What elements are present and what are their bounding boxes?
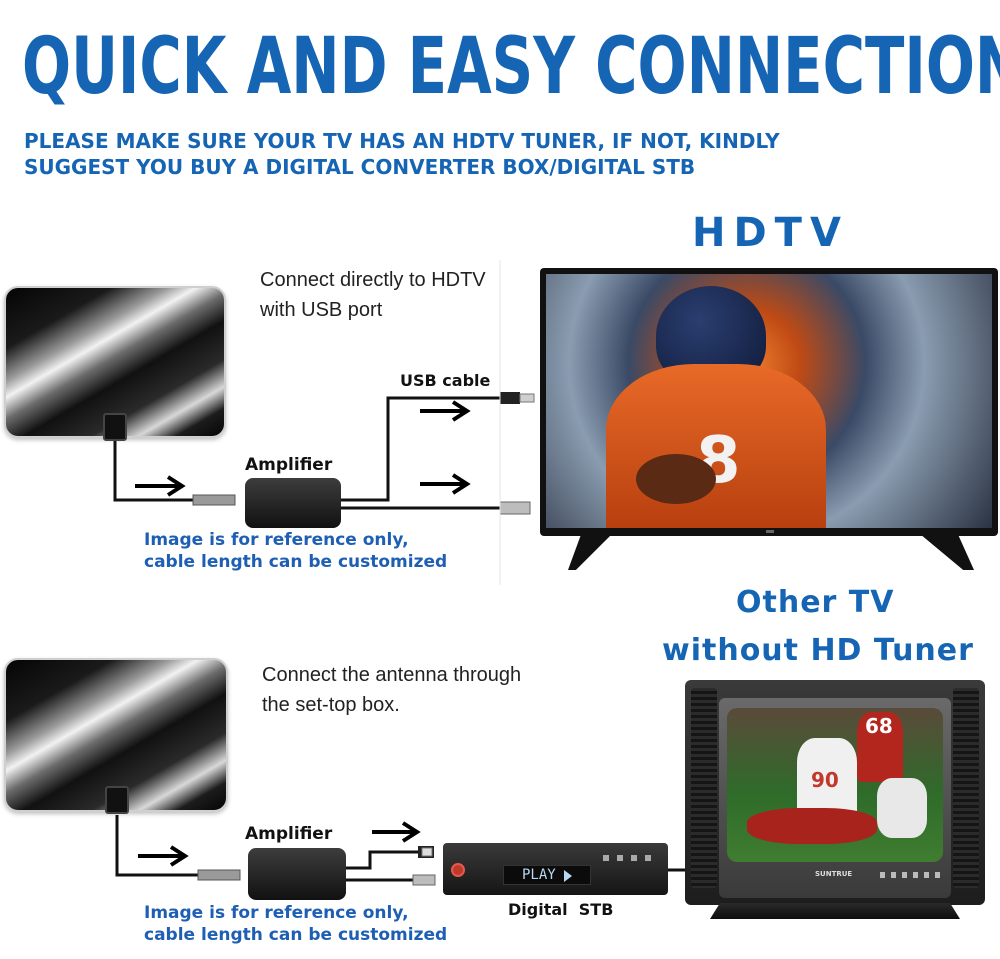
jersey-number-2: 68 (865, 714, 893, 738)
top-note-line1: Connect directly to HDTV (260, 269, 486, 291)
amplifier-bottom (248, 848, 346, 900)
antenna-top-connector (103, 413, 127, 441)
hdtv-heading: HDTV (692, 210, 849, 256)
amplifier-label-bottom: Amplifier (245, 824, 333, 844)
crt-screen: 68 90 (727, 708, 943, 862)
crt-brand: SUNTRUE (815, 870, 853, 878)
player-jersey (606, 364, 826, 528)
usb-cable-label: USB cable (400, 371, 491, 390)
other-tv-heading-line2: without HD Tuner (662, 633, 974, 668)
crt-speaker-left (691, 688, 717, 888)
player-white-1 (797, 738, 857, 818)
hdtv: 8 (540, 268, 998, 536)
page-title: QUICK AND EASY CONNECTION (22, 22, 1000, 112)
bottom-note-line1: Connect the antenna through (262, 664, 522, 686)
stb-buttons (603, 855, 659, 861)
player-white-2 (877, 778, 927, 838)
top-note-line2: with USB port (260, 299, 383, 321)
stb-play-text: PLAY (522, 867, 556, 883)
digital-stb: PLAY (443, 843, 668, 895)
stb-play-icon (564, 870, 572, 882)
player-red-ground (747, 808, 877, 844)
football (636, 454, 716, 504)
crt-controls (880, 872, 940, 878)
bottom-ref-line2: cable length can be customized (144, 925, 448, 945)
hdtv-led (766, 530, 774, 533)
page-subtitle: PLEASE MAKE SURE YOUR TV HAS AN HDTV TUN… (24, 129, 780, 179)
stb-display: PLAY (503, 865, 591, 885)
crt-speaker-right (953, 688, 979, 888)
crt-base (710, 903, 960, 919)
top-ref-line2: cable length can be customized (144, 552, 448, 572)
stb-power-icon (451, 863, 465, 877)
player-red-1 (857, 712, 903, 782)
amplifier-label-top: Amplifier (245, 455, 333, 475)
antenna-top (4, 286, 226, 438)
top-ref-line1: Image is for reference only, (144, 530, 409, 550)
crt-tv: 68 90 SUNTRUE (685, 680, 985, 905)
bottom-note-line2: the set-top box. (262, 694, 400, 716)
other-tv-heading-line1: Other TV (736, 585, 895, 620)
antenna-bottom-connector (105, 786, 129, 814)
stb-label: Digital STB (508, 900, 614, 919)
amplifier-top (245, 478, 341, 528)
bottom-ref-line1: Image is for reference only, (144, 903, 409, 923)
jersey-number-1: 90 (811, 768, 839, 792)
hdtv-screen: 8 (546, 274, 992, 528)
